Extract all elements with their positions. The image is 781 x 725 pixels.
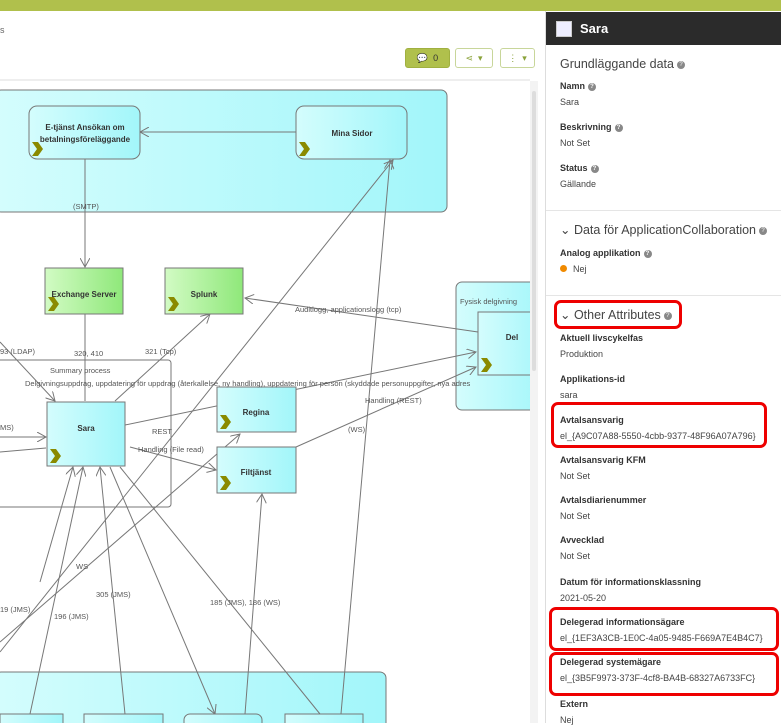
- field-label: Avvecklad: [560, 535, 605, 545]
- node-label: Sara: [77, 424, 95, 433]
- edge-label: 305 (JMS): [96, 590, 131, 599]
- node-etjanst[interactable]: [28, 105, 141, 160]
- edge-label: Delgivningsuppdrag, uppdatering för uppd…: [25, 379, 471, 388]
- chevron-down-icon: ▾: [522, 52, 527, 63]
- chevron-icons: [32, 142, 492, 490]
- edge-label: MS): [0, 423, 14, 432]
- breadcrumb[interactable]: s: [0, 25, 5, 35]
- comment-count: 0: [433, 53, 439, 63]
- section-other-attributes-toggle[interactable]: ⌄ Other Attributes?: [560, 307, 672, 322]
- edge-label: 185 (JMS), 186 (WS): [210, 598, 281, 607]
- section-data-toggle[interactable]: ⌄ Data för ApplicationCollaboration?: [560, 222, 768, 237]
- node-mina-sidor[interactable]: [295, 105, 408, 160]
- help-icon[interactable]: ?: [588, 82, 597, 91]
- help-icon[interactable]: ?: [590, 164, 599, 173]
- field-value: 2021-05-20: [560, 593, 607, 603]
- group-label: Summary process: [50, 366, 111, 375]
- highlight-box: [549, 607, 779, 651]
- group-bottom: [0, 671, 387, 723]
- node-label: Del: [506, 333, 518, 342]
- field-label: Avtalsdiarienummer: [560, 495, 647, 505]
- field-value: Not Set: [560, 138, 591, 148]
- diagram-panel: s 💬0 ⋖▾ ⋮▾: [0, 11, 545, 723]
- field-value: Not Set: [560, 471, 591, 481]
- field-value: Not Set: [560, 511, 591, 521]
- properties-panel: Sara Grundläggande data? Namn? Sara Besk…: [545, 11, 781, 725]
- panel-title: Sara: [580, 21, 609, 36]
- more-button[interactable]: ⋮▾: [500, 48, 535, 68]
- field-value: el_{A9C07A88-5550-4cbb-9377-48F96A07A796…: [560, 431, 756, 441]
- field-label: Avtalsansvarig: [560, 415, 624, 425]
- help-icon[interactable]: ?: [614, 123, 623, 132]
- highlight-box: [549, 652, 779, 696]
- edge-label: 320, 410: [74, 349, 103, 358]
- node-label: Mina Sidor: [332, 129, 373, 138]
- field-label: Beskrivning?: [560, 122, 623, 132]
- field-value: el_{3B5F9973-373F-4cf8-BA4B-68327A6733FC…: [560, 673, 756, 683]
- edge-label: 321 (Tcp): [145, 347, 177, 356]
- field-value: Nej: [560, 264, 587, 274]
- field-label: Applikations-id: [560, 374, 625, 384]
- field-value: sara: [560, 390, 578, 400]
- node-label: Exchange Server: [52, 290, 117, 299]
- field-value: Sara: [560, 97, 580, 107]
- edge-label: 93 (LDAP): [0, 347, 36, 356]
- more-icon: ⋮: [508, 52, 518, 63]
- edge-label: (SMTP): [73, 202, 99, 211]
- highlight-box: [551, 402, 767, 448]
- highlight-box: [554, 300, 682, 329]
- diagram-svg: E-tjänst Ansökan om betalningsföreläggan…: [0, 89, 545, 723]
- group-summary: [0, 359, 172, 508]
- field-label: Namn?: [560, 81, 597, 91]
- node-regina[interactable]: [216, 386, 297, 433]
- chevron-down-icon: ▾: [478, 52, 483, 63]
- field-label: Avtalsansvarig KFM: [560, 455, 646, 465]
- application-icon: [556, 20, 572, 37]
- status-dot: [560, 265, 567, 272]
- edge-label: Handling (File read): [138, 445, 204, 454]
- comment-icon: 💬: [416, 52, 429, 63]
- panel-header: Sara: [546, 12, 781, 45]
- field-label: Delegerad informationsägare: [560, 617, 685, 627]
- share-icon: ⋖: [465, 52, 473, 63]
- field-value: el_{1EF3A3CB-1E0C-4a05-9485-F669A7E4B4C7…: [560, 633, 763, 643]
- node-label: Regina: [243, 408, 270, 417]
- edge-label: Auditlogg, applicationslogg (tcp): [295, 305, 402, 314]
- edge-label: (WS): [348, 425, 366, 434]
- edge-label: WS: [76, 562, 88, 571]
- node-filtjanst[interactable]: [216, 446, 297, 494]
- diagram-scrollbar[interactable]: [530, 81, 538, 723]
- node-exchange[interactable]: [44, 267, 124, 315]
- field-label: Delegerad systemägare: [560, 657, 662, 667]
- help-icon[interactable]: ?: [759, 226, 768, 235]
- node-label: Filtjänst: [241, 468, 272, 477]
- node-label: betalningsföreläggande: [40, 135, 131, 144]
- section-grundlaggande: Grundläggande data?: [560, 57, 685, 71]
- field-label: Analog applikation?: [560, 248, 652, 258]
- edge-label: 19 (JMS): [0, 605, 31, 614]
- comments-button[interactable]: 💬0: [405, 48, 450, 68]
- group-label: Fysisk delgivning: [460, 297, 517, 306]
- node-label: Splunk: [191, 290, 218, 299]
- help-icon[interactable]: ?: [676, 60, 685, 69]
- top-bar: [0, 0, 781, 11]
- field-value: Produktion: [560, 349, 604, 359]
- field-value: Gällande: [560, 179, 597, 189]
- help-icon[interactable]: ?: [663, 311, 672, 320]
- edge-label: Handling (REST): [365, 396, 422, 405]
- edge-label: 196 (JMS): [54, 612, 89, 621]
- field-label: Datum för informationsklassning: [560, 577, 702, 587]
- help-icon[interactable]: ?: [643, 249, 652, 258]
- field-label: Status?: [560, 163, 599, 173]
- field-label: Extern: [560, 699, 589, 709]
- diagram-canvas[interactable]: E-tjänst Ansökan om betalningsföreläggan…: [0, 79, 545, 723]
- share-button[interactable]: ⋖▾: [455, 48, 493, 68]
- node-label: E-tjänst Ansökan om: [45, 123, 124, 132]
- field-label: Aktuell livscykelfas: [560, 333, 644, 343]
- edge-label: REST: [152, 427, 172, 436]
- field-value: Not Set: [560, 551, 591, 561]
- node-splunk[interactable]: [164, 267, 244, 315]
- field-value: Nej: [560, 715, 574, 725]
